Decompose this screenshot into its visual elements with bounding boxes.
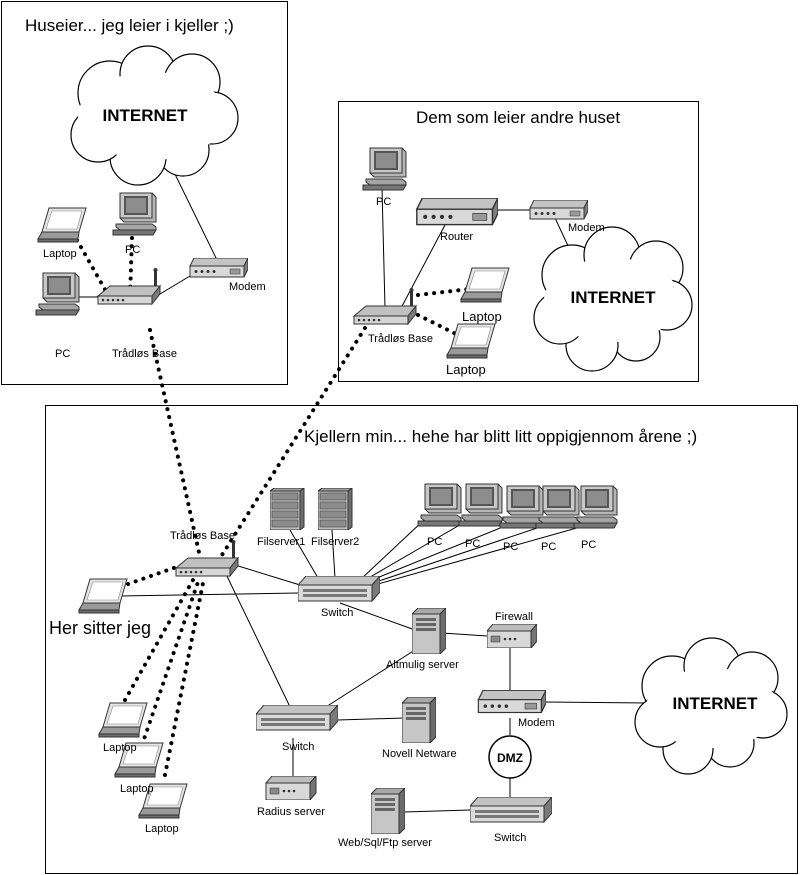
multi-server-label: Altmulig server — [386, 659, 459, 671]
internet-label-landlord: INTERNET — [103, 106, 189, 125]
laptop-icon — [98, 702, 148, 738]
basement-title: Kjellern min... hehe har blitt litt oppi… — [304, 427, 697, 446]
pc-label: PC — [465, 538, 480, 550]
novell-label: Novell Netware — [382, 748, 457, 760]
internet-cloud-basement: INTERNET — [634, 637, 788, 775]
tenants-title: Dem som leier andre huset — [416, 108, 620, 127]
basement-frame — [45, 405, 798, 874]
pc-label: PC — [376, 196, 391, 208]
laptop-icon — [78, 578, 128, 614]
fileserver1-label: Filserver1 — [257, 536, 305, 548]
pc-icon — [458, 483, 503, 527]
pc-icon — [362, 147, 407, 191]
radius-server-icon — [265, 776, 317, 800]
modem-label: Modem — [518, 717, 555, 729]
pc-icon — [573, 485, 618, 529]
modem-label: Modem — [568, 222, 605, 234]
pc-icon — [112, 192, 157, 236]
tenants-frame — [338, 101, 699, 382]
pc-label: PC — [427, 536, 442, 548]
laptop-label: Laptop — [462, 309, 502, 324]
dmz-label: DMZ — [497, 751, 523, 765]
switch-label: Switch — [282, 741, 314, 753]
modem-icon — [189, 258, 248, 278]
pc-label: PC — [503, 541, 518, 553]
firewall-label: Firewall — [495, 611, 533, 623]
switch-icon — [298, 576, 380, 602]
pc-icon — [499, 485, 544, 529]
router-icon — [416, 198, 498, 226]
fileserver-icon — [318, 488, 353, 530]
pc-label: PC — [125, 244, 140, 256]
internet-cloud-landlord: INTERNET — [70, 45, 239, 186]
laptop-icon — [446, 323, 496, 359]
wireless-base-icon — [97, 268, 161, 305]
fileserver2-label: Filserver2 — [311, 536, 359, 548]
firewall-icon — [487, 624, 537, 648]
modem-label: Modem — [229, 281, 266, 293]
internet-cloud-tenants: INTERNET — [533, 226, 693, 372]
laptop-label: Laptop — [103, 742, 137, 754]
modem-icon — [529, 200, 588, 220]
internet-label-basement: INTERNET — [673, 694, 759, 713]
laptop-icon — [460, 267, 510, 303]
pc-icon — [35, 272, 80, 316]
laptop-label: Laptop — [43, 248, 77, 260]
landlord-frame — [1, 1, 288, 385]
web-server-label: Web/Sql/Ftp server — [338, 837, 432, 849]
landlord-title: Huseier... jeg leier i kjeller ;) — [25, 16, 234, 35]
server-icon — [371, 788, 405, 834]
internet-label-tenants: INTERNET — [571, 288, 657, 307]
laptop-label: Laptop — [446, 362, 486, 377]
wireless-base-label: Trådløs Base — [112, 348, 177, 360]
server-icon — [412, 608, 446, 654]
dmz-zone: DMZ — [488, 735, 532, 779]
pc-icon — [417, 483, 462, 527]
switch-label: Switch — [321, 607, 353, 619]
wired-links — [75, 167, 651, 813]
router-label: Router — [440, 231, 473, 243]
modem-icon — [477, 690, 546, 714]
switch-label: Switch — [494, 832, 526, 844]
fileserver-icon — [270, 488, 305, 530]
server-icon — [402, 697, 436, 743]
pc-label: PC — [541, 541, 556, 553]
switch-icon — [470, 797, 552, 823]
wireless-base-label: Trådløs Base — [170, 530, 235, 542]
pc-label: PC — [581, 539, 596, 551]
laptop-label: Laptop — [120, 783, 154, 795]
laptop-icon — [37, 207, 87, 243]
laptop-label: Laptop — [145, 823, 179, 835]
pc-label: PC — [55, 348, 70, 360]
radius-server-label: Radius server — [257, 806, 325, 818]
switch-icon — [256, 705, 338, 731]
here-i-sit-label: Her sitter jeg — [49, 618, 151, 638]
wireless-base-label: Trådløs Base — [368, 333, 433, 345]
wireless-base-icon — [175, 540, 239, 577]
